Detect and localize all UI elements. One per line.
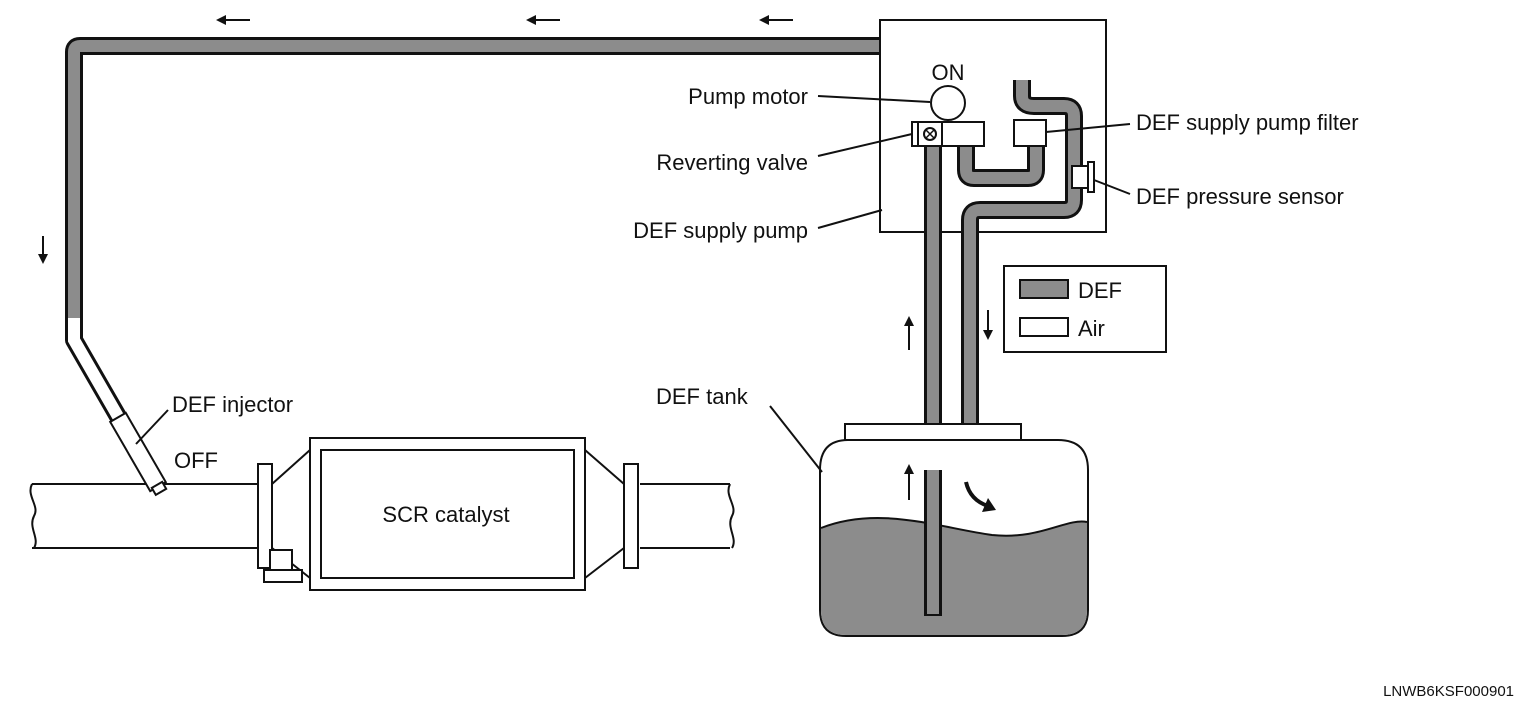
image-code: LNWB6KSF000901 xyxy=(1383,683,1514,700)
pump-motor: ON xyxy=(930,60,966,121)
exhaust-pipe xyxy=(29,483,735,549)
def-supply-pump-filter-label: DEF supply pump filter xyxy=(1136,110,1359,135)
injector-state-label: OFF xyxy=(174,448,218,473)
def-supply-pump-label: DEF supply pump xyxy=(633,218,808,243)
scr-catalyst-label: SCR catalyst xyxy=(382,502,509,527)
def-injector-label: DEF injector xyxy=(172,392,293,417)
legend-label-def: DEF xyxy=(1078,278,1122,303)
flow-arrow-left-2 xyxy=(526,15,560,25)
legend-swatch-def xyxy=(1019,279,1069,299)
flow-arrow-left-1 xyxy=(216,15,250,25)
flow-arrow-left-3 xyxy=(759,15,793,25)
pump-motor-label: Pump motor xyxy=(688,84,808,109)
def-injector xyxy=(108,411,168,497)
flow-arrow-down-return xyxy=(983,310,993,340)
def-tank xyxy=(819,423,1089,637)
def-pressure-sensor-label: DEF pressure sensor xyxy=(1136,184,1344,209)
flow-arrow-up-suction xyxy=(904,316,914,350)
def-supply-pump-filter xyxy=(1013,119,1047,147)
reverting-valve-label: Reverting valve xyxy=(656,150,808,175)
legend-label-air: Air xyxy=(1078,316,1105,341)
flow-arrow-return-curve xyxy=(964,481,996,512)
legend: DEF Air xyxy=(1003,265,1167,353)
flow-arrow-up-tank xyxy=(904,464,914,500)
scr-catalyst: SCR catalyst xyxy=(257,437,639,591)
reverting-valve xyxy=(911,121,985,147)
flow-arrows xyxy=(38,15,996,512)
leader-lines xyxy=(135,95,1131,473)
legend-swatch-air xyxy=(1019,317,1069,337)
pump-state-label: ON xyxy=(932,60,965,85)
def-pressure-sensor xyxy=(1071,161,1095,193)
def-tank-label: DEF tank xyxy=(656,384,749,409)
flow-arrow-down-injector xyxy=(38,236,48,264)
